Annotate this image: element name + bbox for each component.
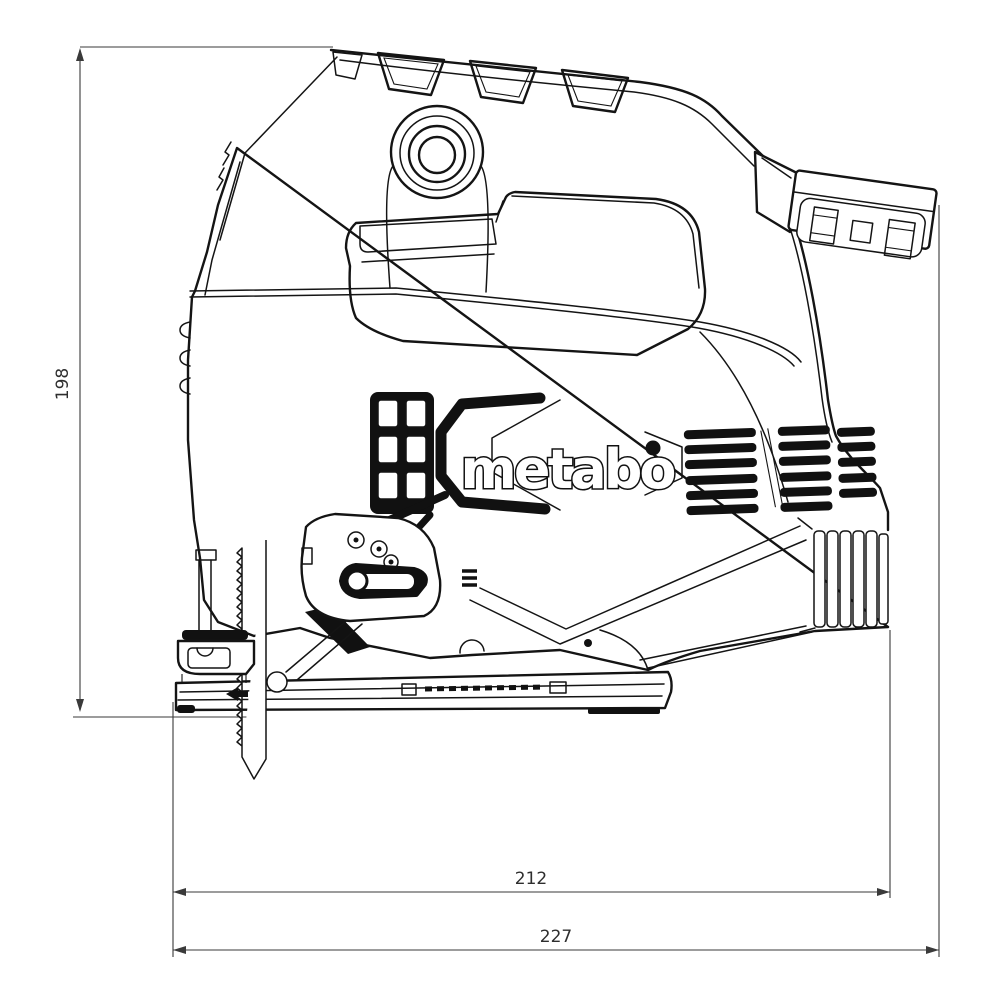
metabo-logo: metabo xyxy=(459,437,679,503)
blade-guide-assembly xyxy=(176,549,363,701)
dust-extraction-port xyxy=(797,517,889,633)
dimension-width-227: 227 xyxy=(173,205,940,957)
top-vents xyxy=(332,51,630,114)
lower-trim-wedge xyxy=(305,606,370,654)
lower-body-stripe xyxy=(459,525,813,671)
cable-strain-relief xyxy=(753,150,938,260)
metabo-logo-text: metabo xyxy=(461,438,675,501)
base-width-dimension-label: 212 xyxy=(515,869,547,889)
base-plate xyxy=(174,670,673,714)
speed-dial-knob xyxy=(385,104,489,293)
dimension-width-212: 212 xyxy=(172,630,891,957)
height-dimension-label: 198 xyxy=(53,368,73,400)
overall-width-dimension-label: 227 xyxy=(540,927,572,947)
rear-grip-ribs xyxy=(683,425,878,516)
dimension-height: 198 xyxy=(53,46,333,718)
metabo-logo-dot xyxy=(645,440,661,456)
pendulum-selector xyxy=(300,512,477,623)
handle-opening xyxy=(344,190,707,357)
base-direction-arrow xyxy=(226,687,248,701)
jigsaw-body: metabo xyxy=(179,48,938,672)
